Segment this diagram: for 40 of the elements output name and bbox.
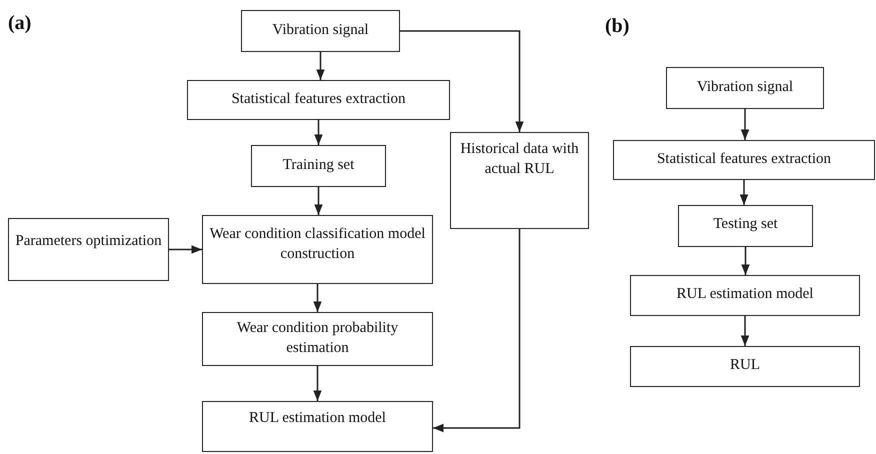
arrow (169, 245, 202, 254)
arrow (313, 366, 322, 401)
arrow (740, 109, 750, 140)
process-box (630, 346, 860, 387)
process-box (8, 218, 169, 281)
arrow (314, 187, 323, 215)
box-text: Statistical features extraction (656, 150, 832, 169)
box-text: Vibration signal (696, 78, 794, 97)
box-text: Parameters optimization (15, 232, 162, 251)
process-box (678, 205, 813, 247)
panel-label: (a) (8, 12, 32, 35)
process-box (187, 80, 450, 120)
box-text: Vibration signal (272, 21, 369, 40)
box-text: Wear condition classification model construction (208, 225, 426, 264)
box-text: Training set (282, 156, 354, 175)
process-box (450, 132, 589, 229)
box-text: RUL (730, 356, 760, 375)
arrow (314, 120, 323, 145)
box-text: RUL estimation model (249, 409, 386, 428)
box-text: RUL estimation model (676, 285, 814, 304)
arrow (433, 229, 520, 432)
box-text: Wear condition probability estimation (236, 319, 400, 358)
arrow (740, 316, 750, 346)
process-box (202, 401, 433, 452)
process-box (666, 67, 824, 109)
process-box (613, 140, 875, 180)
process-box (251, 145, 386, 187)
panel-label: (b) (605, 15, 630, 38)
process-box (630, 275, 860, 316)
process-box (202, 215, 433, 284)
arrow (740, 180, 748, 205)
arrow (400, 30, 524, 132)
arrow (741, 247, 750, 275)
arrow (313, 284, 322, 312)
process-box (241, 10, 400, 52)
box-text: Testing set (713, 215, 778, 234)
arrow (316, 52, 325, 80)
box-text: Historical data with actual RUL (459, 140, 580, 179)
process-box (202, 312, 433, 366)
box-text: Statistical features extraction (231, 90, 406, 109)
